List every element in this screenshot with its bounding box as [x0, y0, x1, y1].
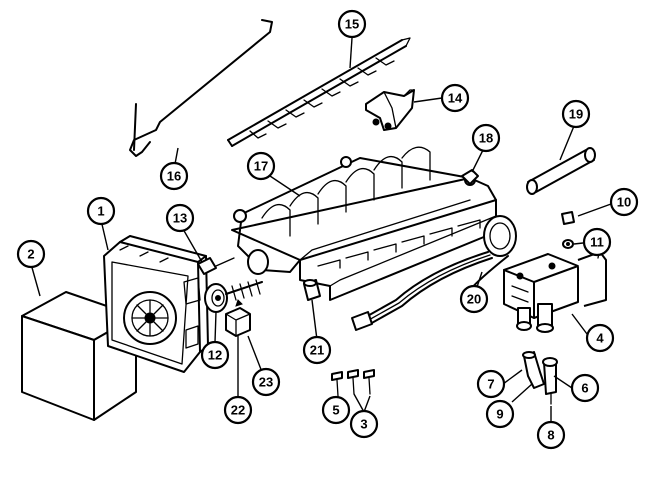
svg-text:13: 13	[173, 211, 187, 226]
callout-9: 9	[485, 399, 515, 429]
svg-text:4: 4	[596, 331, 604, 346]
svg-text:23: 23	[259, 375, 273, 390]
part-14-bracket	[365, 89, 415, 131]
callout-20: 20	[459, 284, 489, 314]
callout-6: 6	[570, 373, 600, 403]
part-16-shutoff-arm	[129, 19, 273, 157]
callout-8: 8	[536, 420, 566, 450]
svg-text:1: 1	[97, 204, 104, 219]
svg-text:10: 10	[617, 195, 631, 210]
callout-1: 1	[86, 196, 116, 226]
svg-text:5: 5	[332, 403, 339, 418]
part-11-washer	[562, 239, 574, 249]
svg-text:11: 11	[590, 235, 604, 250]
svg-text:17: 17	[254, 159, 268, 174]
callout-21: 21	[302, 335, 332, 365]
svg-text:16: 16	[167, 169, 181, 184]
part-4-valve	[503, 245, 611, 333]
callout-7: 7	[476, 369, 506, 399]
svg-text:8: 8	[547, 428, 554, 443]
callout-4: 4	[585, 323, 615, 353]
callout-2: 2	[16, 239, 46, 269]
part-20-harness	[351, 215, 517, 331]
part-5-3-screws	[331, 369, 375, 397]
part-7-9-fitting	[522, 351, 545, 389]
part-23-switch	[225, 299, 251, 337]
callout-17: 17	[246, 151, 276, 181]
part-12-gear	[204, 279, 263, 313]
svg-text:22: 22	[231, 403, 245, 418]
part-19-tube	[526, 147, 596, 195]
svg-text:9: 9	[496, 407, 503, 422]
part-1-module	[103, 235, 209, 373]
callout-5: 5	[321, 395, 351, 425]
svg-text:3: 3	[360, 417, 367, 432]
part-13-screw	[197, 257, 235, 275]
callout-10: 10	[609, 187, 639, 217]
part-10-fitting	[561, 211, 575, 225]
svg-text:21: 21	[310, 343, 324, 358]
part-15-ejector	[227, 37, 411, 147]
part-21-cap	[303, 279, 321, 301]
callout-12: 12	[200, 340, 230, 370]
svg-text:12: 12	[208, 348, 222, 363]
part-6-8-fitting	[542, 357, 558, 405]
callout-15: 15	[337, 9, 367, 39]
callout-18: 18	[471, 123, 501, 153]
callout-13: 13	[165, 203, 195, 233]
svg-text:2: 2	[27, 247, 34, 262]
callout-23: 23	[251, 367, 281, 397]
svg-text:20: 20	[467, 292, 481, 307]
svg-text:18: 18	[479, 131, 493, 146]
callout-19: 19	[561, 99, 591, 129]
callout-11: 11	[582, 227, 612, 257]
svg-text:6: 6	[581, 381, 588, 396]
part-18-clip	[461, 169, 479, 185]
callout-14: 14	[440, 83, 470, 113]
callout-3: 3	[349, 409, 379, 439]
svg-text:7: 7	[487, 377, 494, 392]
svg-text:19: 19	[569, 107, 583, 122]
callout-22: 22	[223, 395, 253, 425]
callout-16: 16	[159, 161, 189, 191]
svg-text:15: 15	[345, 17, 359, 32]
svg-text:14: 14	[448, 91, 463, 106]
